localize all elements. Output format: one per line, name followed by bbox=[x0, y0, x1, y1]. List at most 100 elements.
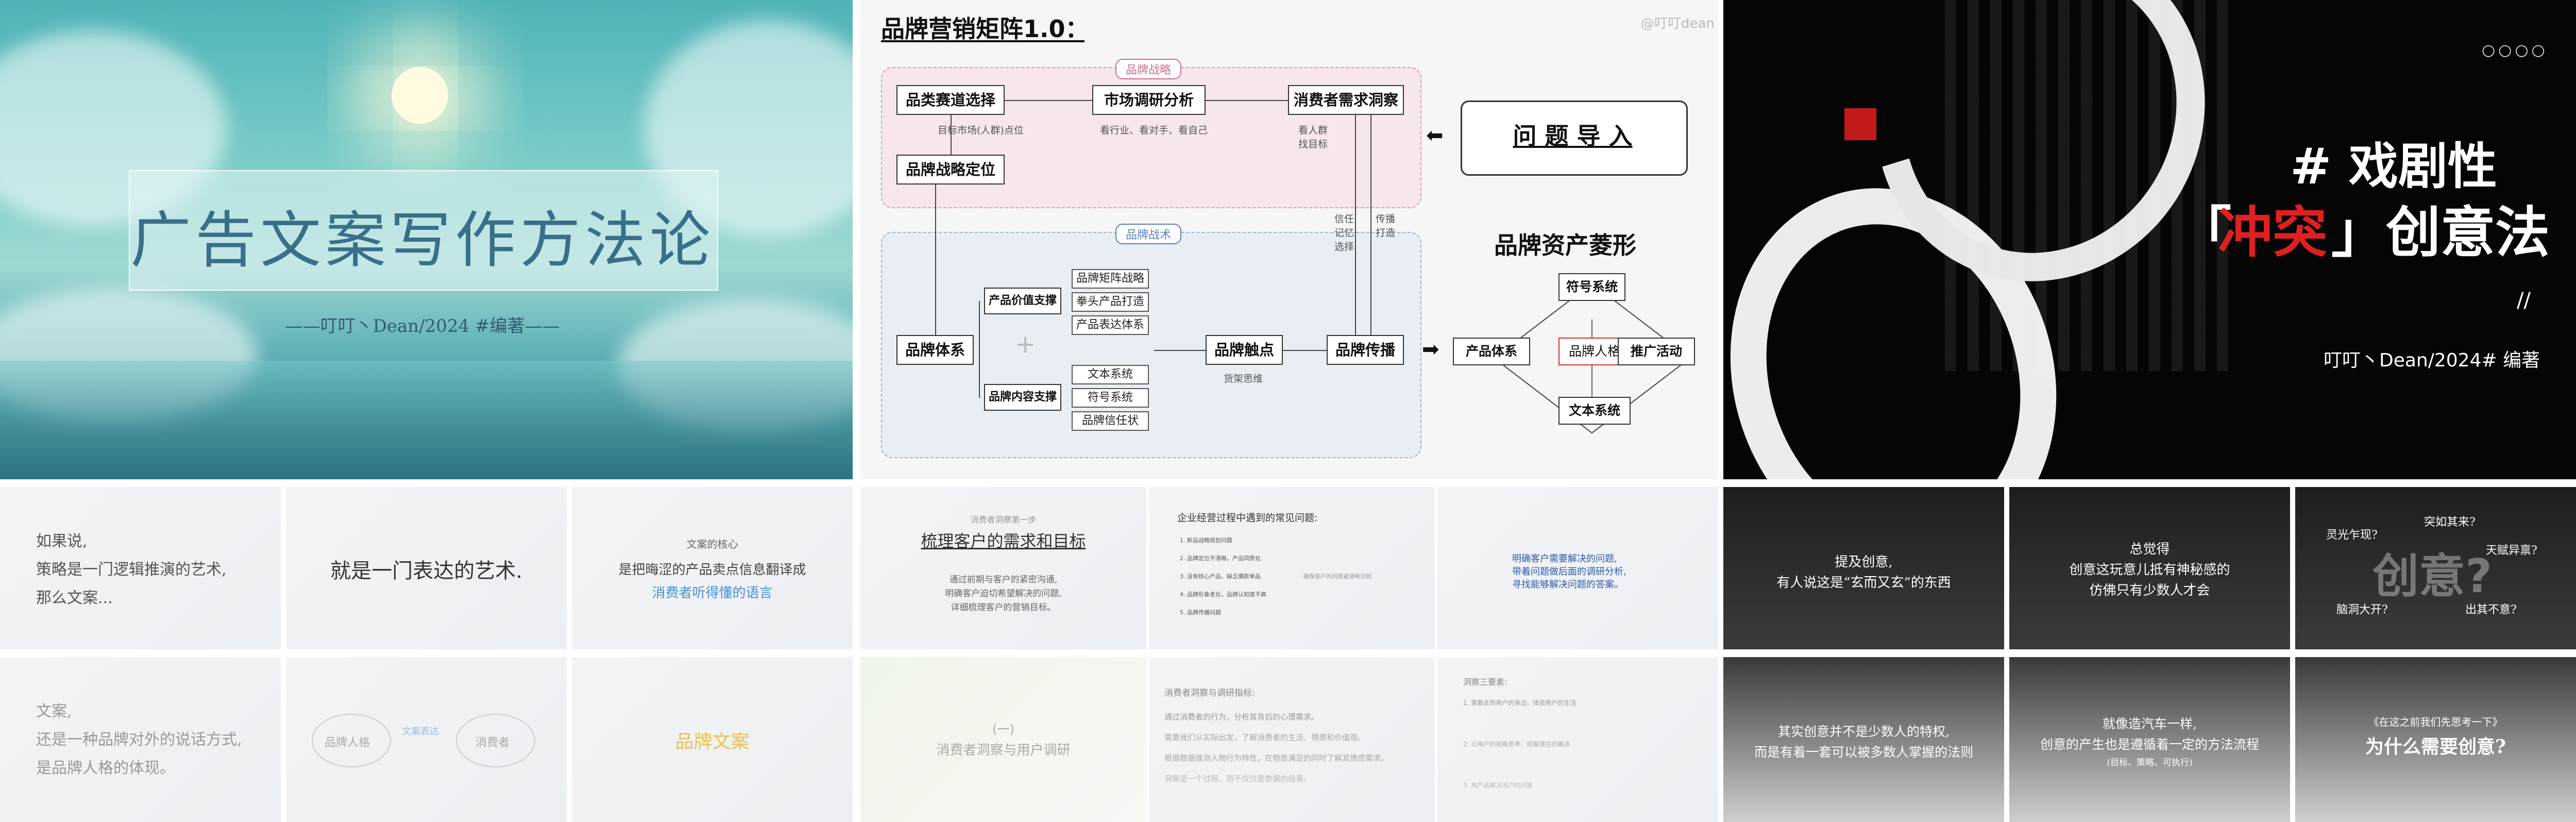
research-box: 市场调研分析 bbox=[1092, 85, 1206, 115]
cell-text-line: 文案, bbox=[36, 702, 72, 720]
small-box-1: 品牌矩阵战略 bbox=[1072, 269, 1149, 289]
arrow-research-category bbox=[1005, 100, 1092, 101]
diamond-top: 符号系统 bbox=[1558, 273, 1625, 301]
note-target: 目标市场(人群)点位 bbox=[938, 125, 1024, 136]
grid-left-cell-6: 品牌文案 bbox=[572, 657, 853, 822]
cell-text-line: 带着问题做后面的调研分析, bbox=[1512, 566, 1626, 577]
cell-text-line: 是把晦涩的产品卖点信息翻译成 bbox=[618, 562, 806, 578]
value-box: 产品价值支撑 bbox=[984, 288, 1061, 314]
cell-text-line: 4. 品牌形象老化，品牌认知度不高 bbox=[1180, 591, 1266, 598]
cell-text-line: 《在这之前我们先思考一下》 bbox=[2368, 716, 2503, 728]
grid-mid-cell-4: (一) 消费者洞察与用户调研 bbox=[860, 657, 1146, 822]
insight-box: 消费者需求洞察 bbox=[1288, 85, 1404, 115]
arrow-to-touch bbox=[1154, 350, 1206, 351]
cell-text-line: 提及创意, bbox=[1835, 555, 1893, 570]
grid-mid-cell-1: 消费者洞察第一步 梳理客户的需求和目标 通过前期与客户的紧密沟通, 明确客户迫切… bbox=[860, 487, 1146, 649]
small-box-5: 符号系统 bbox=[1072, 388, 1149, 408]
cell-text-line: 消费者洞察与调研指标: bbox=[1164, 688, 1255, 698]
grid-left-cell-5: 品牌人格 文案表达 消费者 bbox=[286, 657, 567, 822]
bracket-system bbox=[979, 301, 980, 398]
sea-surface bbox=[0, 361, 853, 479]
cell-text-line: 就是一门表达的艺术. bbox=[330, 559, 522, 583]
note-goods: 货架思维 bbox=[1224, 373, 1263, 384]
cell-text-line: 根据数据推测人物行为特性，在物质满足的同时了解其情感需求。 bbox=[1164, 753, 1389, 763]
grid-left-cell-4: 文案, 还是一种品牌对外的说话方式, 是品牌人格的体现。 bbox=[0, 657, 281, 822]
cell-text-line: 如果说, bbox=[36, 532, 88, 550]
cell-text-line: 策略是一门逻辑推演的艺术, bbox=[36, 561, 227, 579]
cell-text-line: 文案表达 bbox=[402, 726, 439, 737]
diamond-bottom: 文本系统 bbox=[1558, 397, 1631, 425]
cell-text-line: 通过消费者的行为，分析其背后的心理需求。 bbox=[1164, 712, 1319, 722]
cell-text-line: 1. 新品战略规划问题 bbox=[1180, 537, 1232, 544]
heading-conflict: 冲突 bbox=[2218, 201, 2327, 264]
cell-text-line: 就像造汽车一样, bbox=[2103, 716, 2197, 731]
cell-text-line: 有人说这是“玄而又玄”的东西 bbox=[1776, 575, 1951, 591]
cell-text-line: 还是一种品牌对外的说话方式, bbox=[36, 731, 242, 749]
vertical-text-bg bbox=[1945, 0, 2233, 371]
grid-left-cell-3: 文案的核心 是把晦涩的产品卖点信息翻译成 消费者听得懂的语言 bbox=[572, 487, 853, 649]
persona-circle bbox=[312, 714, 391, 767]
line-spread-insight-a bbox=[1355, 115, 1356, 335]
cell-text-line: 2. 品牌定位不清晰，产品同质化 bbox=[1180, 555, 1261, 562]
heading-creative-method: 」创意法 bbox=[2331, 201, 2550, 264]
heading-drama: # 戏剧性 bbox=[2290, 138, 2497, 195]
grid-left-cell-2: 就是一门表达的艺术. bbox=[286, 487, 567, 649]
line-spread-insight-b bbox=[1370, 115, 1371, 335]
author-credit: 叮叮丶Dean/2024# 编著 bbox=[2324, 350, 2540, 371]
cell-text-line: 洞察是一个过程，而不仅仅是数据的结果。 bbox=[1164, 774, 1312, 783]
cell-text-line: 明确客户迫切希望解决的问题, bbox=[945, 589, 1062, 599]
cell-text-line: 创意? bbox=[2372, 549, 2493, 603]
cell-text-line: 为什么需要创意? bbox=[2365, 736, 2506, 758]
grid-right-cell-4: 其实创意并不是少数人的特权, 而是有着一套可以被多数人掌握的法则 bbox=[1723, 657, 2004, 822]
cell-text-line: (一) bbox=[992, 722, 1014, 736]
cell-text-line: 消费者 bbox=[476, 736, 510, 749]
spread-box: 品牌传播 bbox=[1327, 335, 1404, 365]
drama-conflict-slide: ○○○○ # 戏剧性 「 冲突 」创意法 // 叮叮丶Dean/2024# 编著 bbox=[1723, 0, 2576, 479]
consumer-circle bbox=[456, 714, 535, 767]
dots-icon: ○○○○ bbox=[2482, 41, 2548, 59]
cell-text-line: 通过前期与客户的紧密沟通, bbox=[949, 575, 1058, 585]
cell-text-line: 需要我们从实际出发，了解消费者的生活、情感和价值观。 bbox=[1164, 733, 1366, 742]
cell-text-line: 出其不意? bbox=[2465, 603, 2517, 616]
cell-text-line: 详细梳理客户的营销目标。 bbox=[951, 602, 1056, 613]
slash-mark: // bbox=[2517, 289, 2531, 312]
question-text: 问 题 导 入 bbox=[1513, 122, 1633, 150]
tactic-zone-tag: 品牌战术 bbox=[1115, 224, 1182, 244]
grid-mid-cell-6: 洞察三要素: 1. 需要走到用户的身边，体验用户的生活 2. 以用户的视角思考，… bbox=[1437, 657, 1718, 822]
cell-text-line: 3. 没有核心产品，缺乏爆款单品 bbox=[1180, 573, 1261, 580]
cover-slide-sky: 广告文案写作方法论 ——叮叮丶Dean/2024 #编著—— bbox=[0, 0, 853, 479]
note-spread-build: 传播 打造 bbox=[1376, 213, 1396, 239]
cell-text-line: 文案的核心 bbox=[686, 538, 738, 550]
title-underline bbox=[881, 40, 1084, 42]
matrix-title: 品牌营销矩阵1.0： bbox=[881, 15, 1089, 43]
cell-text-line: (目标、策略、可执行) bbox=[2107, 758, 2193, 768]
plus-icon: + bbox=[1015, 330, 1036, 359]
small-box-2: 拳头产品打造 bbox=[1072, 292, 1149, 312]
note-market: 看行业、看对手、看自己 bbox=[1100, 125, 1208, 136]
cell-text-line: 那么文案... bbox=[36, 589, 113, 607]
brand-system-box: 品牌体系 bbox=[896, 335, 974, 365]
diamond-left: 产品体系 bbox=[1453, 338, 1530, 365]
cell-text-line: 消费者听得懂的语言 bbox=[652, 585, 773, 601]
arrow-category-positioning bbox=[951, 115, 952, 155]
brand-matrix-slide: 品牌营销矩阵1.0： @叮叮dean 品牌战略 品牌战术 品类赛道选择 市场调研… bbox=[860, 0, 1718, 479]
red-seal bbox=[1844, 108, 1876, 140]
cell-text-line: 突如其来? bbox=[2424, 516, 2476, 529]
cell-text-line: 创意的产生也是遵循着一定的方法流程 bbox=[2040, 737, 2259, 752]
title-frame bbox=[129, 170, 718, 291]
cell-text-line: 仿佛只有少数人才会 bbox=[2089, 583, 2210, 598]
cover-subtitle: ——叮叮丶Dean/2024 #编著—— bbox=[285, 316, 560, 337]
cell-text-line: 脑洞大开? bbox=[2336, 603, 2388, 616]
touchpoint-box: 品牌触点 bbox=[1206, 335, 1283, 365]
small-box-4: 文本系统 bbox=[1072, 365, 1149, 384]
strategy-zone-tag: 品牌战略 bbox=[1115, 59, 1182, 79]
cell-text-line: 3. 用产品解决用户的问题 bbox=[1463, 782, 1533, 789]
cell-text-line: 天赋异禀? bbox=[2486, 544, 2537, 557]
small-box-6: 品牌信任状 bbox=[1072, 411, 1149, 431]
cell-text-line: 总觉得 bbox=[2129, 542, 2170, 557]
heading-bracket-open: 「 bbox=[2177, 201, 2231, 264]
grid-mid-cell-2: 企业经营过程中遇到的常见问题: 1. 新品战略规划问题 2. 品牌定位不清晰，产… bbox=[1149, 487, 1435, 649]
content-box: 品牌内容支撑 bbox=[984, 384, 1061, 411]
link-positioning-system bbox=[935, 184, 936, 335]
cell-text-line: 寻找能够解决问题的答案。 bbox=[1512, 579, 1623, 590]
